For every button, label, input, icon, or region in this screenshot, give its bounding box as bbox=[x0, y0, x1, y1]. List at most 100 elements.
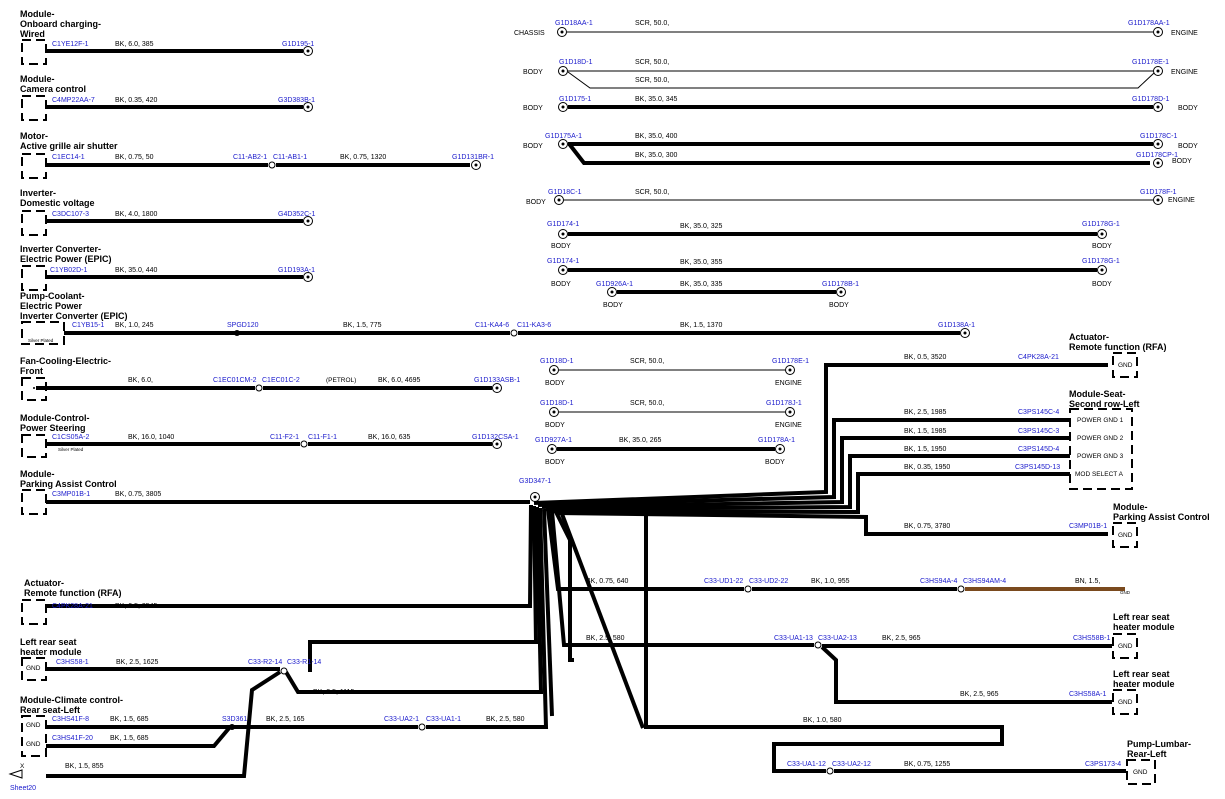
connector-label: C11-KA4-6 bbox=[475, 322, 509, 329]
wire-label: BK, 35.0, 335 bbox=[680, 281, 723, 288]
ground-label: G1D18C-1 bbox=[548, 189, 582, 196]
wire-label: BK, 1.5, 1985 bbox=[904, 428, 947, 435]
connector-label: C1EC01CM-2 bbox=[213, 377, 257, 384]
ground-label: G3D383B-1 bbox=[278, 97, 315, 104]
pin-label: POWER GND 1 bbox=[1077, 417, 1124, 424]
wire-label: BK, 2.5, 580 bbox=[586, 635, 625, 642]
ground-strap-4: G1D175A-1 BODY BK, 35.0, 400 BK, 35.0, 3… bbox=[523, 133, 1198, 168]
wire-label: BK, 2.5, 165 bbox=[266, 716, 305, 723]
wire-label: BK, 1.5, 685 bbox=[110, 716, 149, 723]
module-title: Rear-Left bbox=[1127, 749, 1167, 759]
pin-label: GND bbox=[26, 722, 41, 729]
connector-label: C1YB15-1 bbox=[72, 322, 104, 329]
ground-strap-1: G1D18AA-1 CHASSIS SCR, 50.0, G1D178AA-1 … bbox=[514, 20, 1198, 37]
connector-label: C4PK28A-21 bbox=[52, 603, 93, 610]
arrow-left-icon bbox=[8, 769, 23, 779]
ground-label: G1D178AA-1 bbox=[1128, 20, 1170, 27]
connector-label: C1EC01C-2 bbox=[262, 377, 300, 384]
module-title: Fan-Cooling-Electric- bbox=[20, 356, 111, 366]
wire-label: BK, 35.0, 440 bbox=[115, 267, 158, 274]
ground-label: G1D174-1 bbox=[547, 258, 579, 265]
wire-label: SCR, 50.0, bbox=[630, 400, 664, 407]
wire-label: BK, 1.5, 685 bbox=[110, 735, 149, 742]
connector-label: C33-UA2-13 bbox=[818, 635, 857, 642]
wire-label: SCR, 50.0, bbox=[635, 59, 669, 66]
module-fan-cooling: Fan-Cooling-Electric- Front BK, 6.0, C1E… bbox=[20, 356, 520, 401]
module-pump-coolant: Pump-Coolant- Electric Power Inverter Co… bbox=[20, 291, 975, 345]
pin-label: GND bbox=[1120, 590, 1131, 595]
right-module-lumbar-pump: Pump-Lumbar- Rear-Left GND BK, 1.0, 580 … bbox=[787, 717, 1191, 785]
note-label: Silver Plated bbox=[58, 447, 84, 452]
module-title: Domestic voltage bbox=[20, 198, 95, 208]
module-title: Motor- bbox=[20, 131, 48, 141]
module-title: Left rear seat bbox=[1113, 669, 1170, 679]
module-title: Actuator- bbox=[1069, 332, 1109, 342]
module-box bbox=[1126, 759, 1156, 785]
module-title: Left rear seat bbox=[1113, 612, 1170, 622]
wire-label: BK, 35.0, 355 bbox=[680, 259, 723, 266]
module-box bbox=[1112, 522, 1138, 548]
wire-label: BK, 16.0, 635 bbox=[368, 434, 411, 441]
ground-bundle-g3d347 bbox=[46, 363, 1108, 773]
splice-label: S3D361 bbox=[222, 716, 247, 723]
connector-label: C11-F1-1 bbox=[308, 434, 337, 441]
wire-label: BK, 35.0, 345 bbox=[635, 96, 678, 103]
connector-label: C33-R2-14 bbox=[248, 659, 282, 666]
module-title: Module-Seat- bbox=[1069, 389, 1126, 399]
ground-label: G1D178J-1 bbox=[766, 400, 802, 407]
connector-label: C3PS145D-4 bbox=[1018, 446, 1059, 453]
wire-label: BK, 1.0, 245 bbox=[115, 322, 154, 329]
splice-dot-icon bbox=[229, 724, 235, 730]
location-label: BODY bbox=[523, 69, 543, 76]
inline-connector-icon bbox=[268, 161, 276, 169]
module-box bbox=[21, 265, 47, 291]
ground-label: G1D133ASB-1 bbox=[474, 377, 520, 384]
wire-label: BK, 6.0, 4695 bbox=[378, 377, 421, 384]
pin-label: GND bbox=[26, 665, 41, 672]
connector-label: C33-R1-14 bbox=[287, 659, 321, 666]
module-title: Left rear seat bbox=[20, 637, 77, 647]
ground-label: G1D178B-1 bbox=[822, 281, 859, 288]
note-label: Silver Plated bbox=[28, 338, 54, 343]
wire-label: BK, 0.5, 3520 bbox=[904, 354, 947, 361]
ground-label: G1D178G-1 bbox=[1082, 221, 1120, 228]
ground-label: G1D926A-1 bbox=[596, 281, 633, 288]
connector-label: C4MP22AA-7 bbox=[52, 97, 95, 104]
wire-label: BK, 0.35, 420 bbox=[115, 97, 158, 104]
module-title: Rear seat-Left bbox=[20, 705, 80, 715]
module-title: Pump-Coolant- bbox=[20, 291, 85, 301]
ground-label: G1D18D-1 bbox=[540, 400, 574, 407]
location-label: ENGINE bbox=[775, 422, 802, 429]
inline-connector-icon bbox=[744, 585, 752, 593]
ground-label: G1D178D-1 bbox=[1132, 96, 1169, 103]
connector-label: C3MP01B-1 bbox=[52, 491, 90, 498]
splice-dot-icon bbox=[234, 330, 240, 336]
wire-label: BK, 2.5, 965 bbox=[960, 691, 999, 698]
wire-label: BK, 35.0, 265 bbox=[619, 437, 662, 444]
right-module-brown-circuit: BK, 0.75, 640 C33-UD1-22 C33-UD2-22 BK, … bbox=[586, 578, 1131, 595]
module-title: Pump-Lumbar- bbox=[1127, 739, 1191, 749]
right-module-seat-heater-a: Left rear seat heater module GND BK, 2.5… bbox=[960, 669, 1175, 715]
location-label: BODY bbox=[551, 243, 571, 250]
inline-connector-icon bbox=[957, 585, 965, 593]
module-title: heater module bbox=[20, 647, 82, 657]
connector-label: C3DC107-3 bbox=[52, 211, 89, 218]
ground-label: G1D178F-1 bbox=[1140, 189, 1177, 196]
wire-label: BK, 0.75, 3780 bbox=[904, 523, 950, 530]
connector-label: C3HS58A-1 bbox=[1069, 691, 1106, 698]
module-title: Module- bbox=[20, 74, 55, 84]
wire-label: SCR, 50.0, bbox=[635, 20, 669, 27]
module-box bbox=[21, 210, 47, 236]
wire-label: BK, 16.0, 1040 bbox=[128, 434, 174, 441]
wire-label: BK, 2.5, 1625 bbox=[116, 659, 159, 666]
bottom-module-climate-control: Module-Climate control- Rear seat-Left G… bbox=[20, 695, 525, 757]
ground-strap-7: G1D174-1 BODY BK, 35.0, 355 G1D178G-1 BO… bbox=[547, 258, 1120, 288]
location-label: BODY bbox=[1178, 105, 1198, 112]
ground-label: G1D174-1 bbox=[547, 221, 579, 228]
module-box bbox=[21, 39, 47, 65]
module-box bbox=[1112, 689, 1138, 715]
module-title: Remote function (RFA) bbox=[1069, 342, 1167, 352]
connector-label: C3PS145C-4 bbox=[1018, 409, 1059, 416]
module-box bbox=[1112, 633, 1138, 659]
pin-label: GND bbox=[1118, 532, 1133, 539]
